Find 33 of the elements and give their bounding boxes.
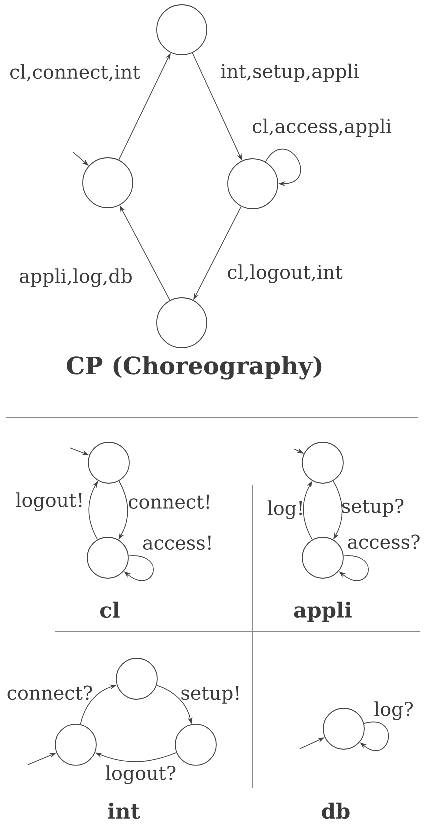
edge-label: setup! bbox=[182, 686, 239, 704]
state-circle bbox=[302, 537, 344, 579]
edge-label: cl,connect,int bbox=[10, 64, 140, 82]
panel-caption: CP (Choreography) bbox=[67, 356, 322, 380]
edge-label: connect? bbox=[8, 686, 92, 700]
edge-label: log! bbox=[268, 500, 302, 520]
panel-caption: int bbox=[108, 802, 140, 820]
edge-label: log? bbox=[374, 702, 413, 720]
edge-label: setup? bbox=[342, 498, 404, 518]
panel-caption: cl bbox=[100, 602, 120, 618]
state-circle bbox=[323, 708, 365, 750]
state-circle bbox=[88, 442, 130, 484]
state-circle bbox=[302, 442, 344, 484]
edge-label: access? bbox=[348, 534, 420, 550]
edge-label: logout? bbox=[106, 766, 176, 784]
state-circle bbox=[156, 4, 208, 56]
panel-caption: db bbox=[322, 802, 350, 820]
state-circle bbox=[156, 298, 208, 348]
state-circle bbox=[228, 158, 278, 210]
panel-caption: appli bbox=[294, 602, 352, 622]
edge-label: logout! bbox=[16, 492, 82, 512]
state-circle bbox=[87, 537, 129, 579]
state-circle bbox=[55, 724, 97, 766]
edge-label: appli,log,db bbox=[20, 268, 132, 288]
edge-label: access! bbox=[143, 536, 211, 550]
edge-label: int,setup,appli bbox=[221, 64, 359, 82]
edge-label: cl,logout,int bbox=[228, 264, 343, 284]
state-circle bbox=[175, 724, 217, 766]
state-circle bbox=[82, 158, 134, 208]
state-circle bbox=[116, 658, 158, 700]
loop-arrow bbox=[265, 148, 302, 187]
edge-label: cl,access,appli bbox=[252, 118, 392, 138]
edge-label: connect! bbox=[129, 494, 210, 510]
